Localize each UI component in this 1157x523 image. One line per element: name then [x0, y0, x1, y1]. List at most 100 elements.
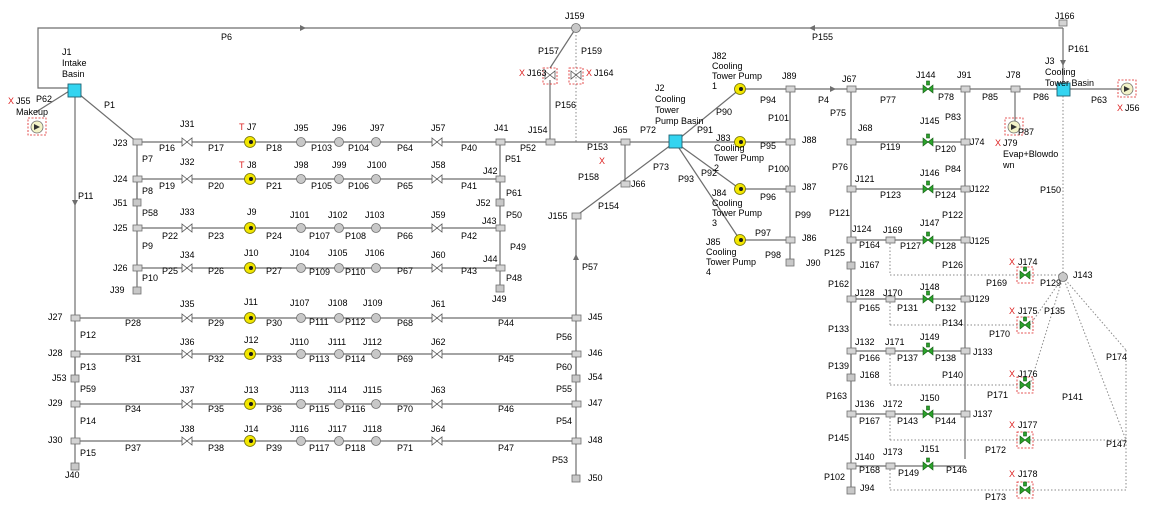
tank-j1-intake-basin[interactable]: [67, 83, 82, 98]
junction-j78-tee[interactable]: [1010, 85, 1021, 93]
junction-j91-tee[interactable]: [960, 85, 971, 93]
valve-j38-icon[interactable]: [181, 436, 193, 446]
node-j106-icon[interactable]: [371, 263, 381, 273]
node-j99-icon[interactable]: [334, 174, 344, 184]
junction-j129-tee[interactable]: [960, 295, 971, 303]
junction-j86-tee[interactable]: [785, 236, 796, 244]
valve-j33-icon[interactable]: [181, 223, 193, 233]
node-j105-icon[interactable]: [334, 263, 344, 273]
pipe-p6[interactable]: [37, 27, 576, 89]
valve-j164-icon[interactable]: [570, 70, 582, 80]
junction-j155-tee[interactable]: [571, 212, 582, 220]
control-valve-j146-icon[interactable]: [922, 184, 934, 194]
control-valve-j148-icon[interactable]: [922, 294, 934, 304]
junction-j41-tee[interactable]: [495, 138, 506, 146]
junction-j133-tee[interactable]: [960, 347, 971, 355]
junction-j121-tee[interactable]: [846, 185, 857, 193]
valve-j62-icon[interactable]: [431, 349, 443, 359]
junction-j122-tee[interactable]: [960, 185, 971, 193]
node-j101-icon[interactable]: [296, 223, 306, 233]
junction-j125-tee[interactable]: [960, 236, 971, 244]
valve-j57-icon[interactable]: [431, 137, 443, 147]
junction-j173-tee[interactable]: [885, 462, 896, 470]
node-j118-icon[interactable]: [371, 436, 381, 446]
junction-j137-tee[interactable]: [960, 410, 971, 418]
junction-j128-tee[interactable]: [846, 295, 857, 303]
valve-j31-icon[interactable]: [181, 137, 193, 147]
control-valve-j144-icon[interactable]: [922, 84, 934, 94]
node-j112-icon[interactable]: [371, 349, 381, 359]
junction-j25-tee[interactable]: [132, 224, 143, 232]
tank-j3-cooling-tower-basin[interactable]: [1056, 82, 1071, 97]
pipe-p1[interactable]: [73, 89, 138, 143]
control-valve-j145-icon[interactable]: [922, 137, 934, 147]
node-j103-icon[interactable]: [371, 223, 381, 233]
junction-j28-tee[interactable]: [70, 350, 81, 358]
dead-end-j94-icon[interactable]: [846, 486, 856, 495]
dead-end-j40-icon[interactable]: [70, 462, 80, 471]
node-j109-icon[interactable]: [371, 313, 381, 323]
junction-j169-tee[interactable]: [885, 236, 896, 244]
junction-j87-tee[interactable]: [785, 185, 796, 193]
junction-j66-tee[interactable]: [620, 180, 631, 188]
junction-j89-tee[interactable]: [785, 85, 796, 93]
dead-end-j167-icon[interactable]: [846, 261, 856, 270]
control-valve-j149-icon[interactable]: [922, 346, 934, 356]
node-j104-icon[interactable]: [296, 263, 306, 273]
junction-j67-tee[interactable]: [846, 85, 857, 93]
node-j95-icon[interactable]: [296, 137, 306, 147]
junction-j44-tee[interactable]: [495, 264, 506, 272]
junction-j88-tee[interactable]: [785, 138, 796, 146]
node-j96-icon[interactable]: [334, 137, 344, 147]
node-j97-icon[interactable]: [371, 137, 381, 147]
pipe-p147b[interactable]: [1062, 276, 1127, 441]
control-valve-j147-icon[interactable]: [922, 235, 934, 245]
junction-j47-tee[interactable]: [571, 400, 582, 408]
pipe-p91[interactable]: [674, 88, 741, 143]
junction-j166-tee[interactable]: [1058, 19, 1068, 27]
pipe-p141[interactable]: [1029, 276, 1064, 386]
node-j107-icon[interactable]: [296, 313, 306, 323]
junction-j29-tee[interactable]: [70, 400, 81, 408]
tank-j2-cooling-tower-pump-basin[interactable]: [668, 134, 683, 149]
pipe-p174[interactable]: [1062, 276, 1127, 351]
control-valve-j174-icon[interactable]: [1019, 270, 1031, 280]
valve-j63-icon[interactable]: [431, 399, 443, 409]
junction-j140-tee[interactable]: [846, 462, 857, 470]
node-j113-icon[interactable]: [296, 399, 306, 409]
junction-j23-tee[interactable]: [132, 138, 143, 146]
junction-j42-tee[interactable]: [495, 175, 506, 183]
dead-end-j54-icon[interactable]: [571, 374, 581, 383]
junction-j48-tee[interactable]: [571, 437, 582, 445]
valve-j60-icon[interactable]: [431, 263, 443, 273]
node-j143-icon[interactable]: [1058, 272, 1068, 282]
control-valve-j176-icon[interactable]: [1019, 380, 1031, 390]
node-j116-icon[interactable]: [296, 436, 306, 446]
valve-j34-icon[interactable]: [181, 263, 193, 273]
junction-j46-tee[interactable]: [571, 350, 582, 358]
junction-j43-tee[interactable]: [495, 224, 506, 232]
dead-end-j53-icon[interactable]: [70, 374, 80, 383]
junction-j65-tee[interactable]: [620, 138, 631, 146]
junction-j74-tee[interactable]: [960, 138, 971, 146]
valve-j59-icon[interactable]: [431, 223, 443, 233]
control-valve-j150-icon[interactable]: [922, 409, 934, 419]
node-j102-icon[interactable]: [334, 223, 344, 233]
dead-end-j90-icon[interactable]: [785, 258, 795, 267]
junction-j45-tee[interactable]: [571, 314, 582, 322]
control-valve-j151-icon[interactable]: [922, 461, 934, 471]
dead-end-j168-icon[interactable]: [846, 373, 856, 382]
node-j110-icon[interactable]: [296, 349, 306, 359]
node-j100-icon[interactable]: [371, 174, 381, 184]
node-j108-icon[interactable]: [334, 313, 344, 323]
node-j117-icon[interactable]: [334, 436, 344, 446]
valve-j163-icon[interactable]: [544, 70, 556, 80]
junction-j124-tee[interactable]: [846, 236, 857, 244]
node-j98-icon[interactable]: [296, 174, 306, 184]
pipe-p135[interactable]: [1029, 276, 1064, 326]
pipe-p92[interactable]: [674, 141, 741, 190]
junction-j172-tee[interactable]: [885, 410, 896, 418]
valve-j32-icon[interactable]: [181, 174, 193, 184]
junction-j132-tee[interactable]: [846, 347, 857, 355]
dead-end-j51-icon[interactable]: [132, 198, 142, 207]
